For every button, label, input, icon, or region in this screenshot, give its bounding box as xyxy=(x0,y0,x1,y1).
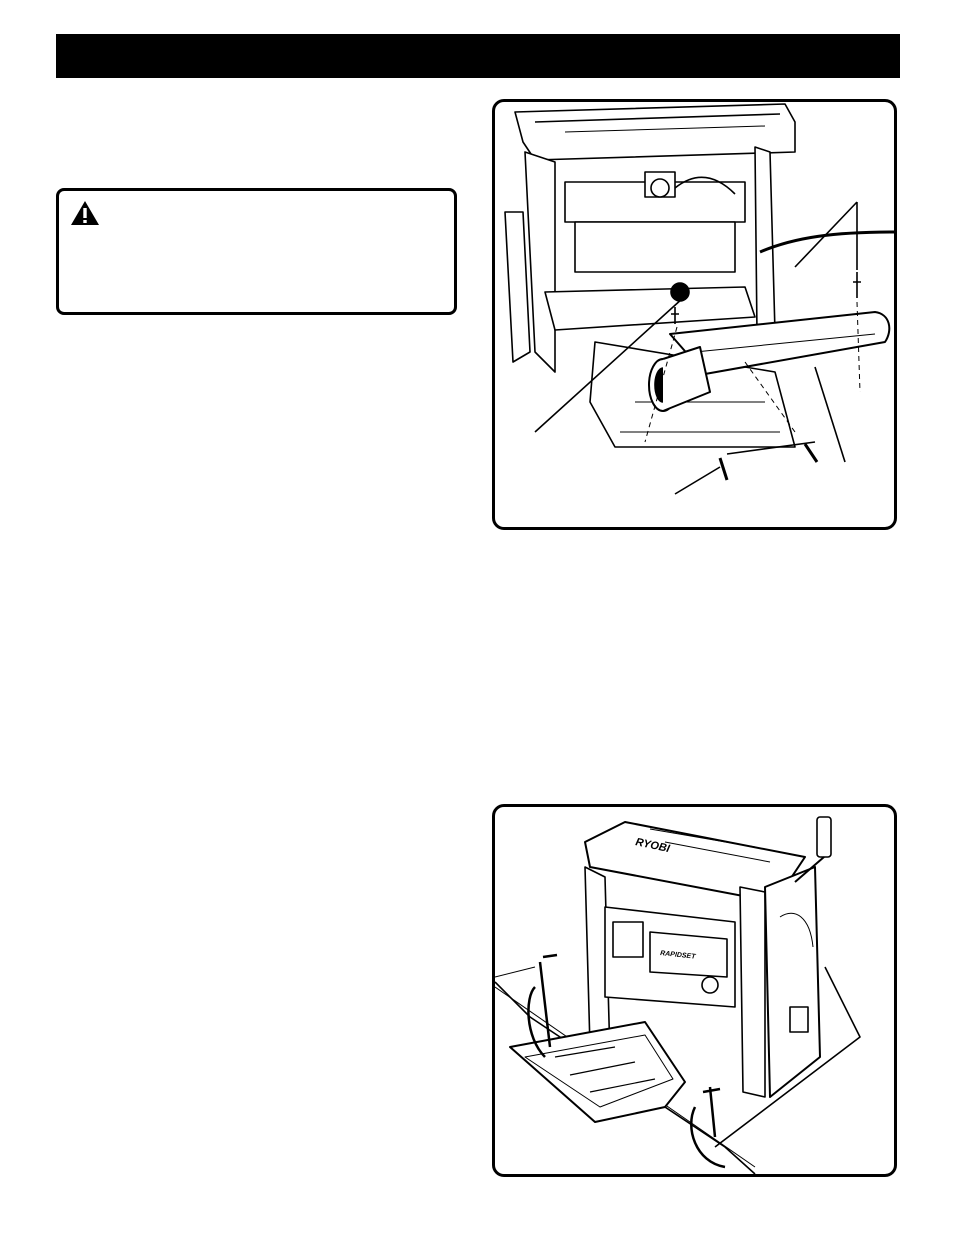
section-header-bar xyxy=(56,34,900,78)
warning-triangle-icon xyxy=(71,201,99,225)
planer-clamped-to-workbench-illustration: RYOBI RAPIDSET xyxy=(495,816,861,1174)
figure-outfeed-assembly xyxy=(492,99,897,530)
rapidset-badge: RAPIDSET xyxy=(660,950,697,961)
warning-box xyxy=(56,188,457,315)
figure-bench-mounting: RYOBI RAPIDSET xyxy=(492,804,897,1177)
planer-outfeed-table-assembly-illustration xyxy=(504,103,894,495)
